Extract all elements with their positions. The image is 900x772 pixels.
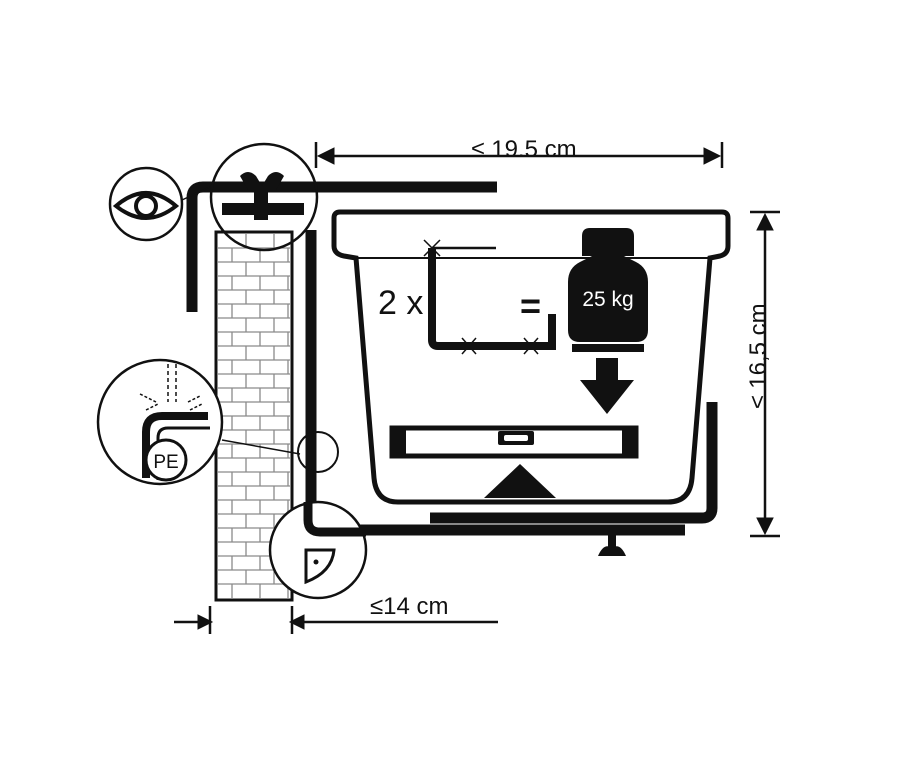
pivot-triangle <box>484 464 556 498</box>
pe-detail-target <box>297 431 339 473</box>
pe-profile-icon <box>96 358 301 486</box>
depth-dimension <box>174 606 498 634</box>
brick-wall <box>214 230 294 602</box>
width-label: ≤ 19.5 cm <box>471 136 576 163</box>
right-bracket <box>430 402 718 556</box>
corner-bracket-icon <box>268 500 368 600</box>
height-dimension <box>750 210 780 538</box>
bracket-profile <box>423 239 556 355</box>
weight-icon <box>568 228 648 352</box>
multiplier-label: 2 x <box>378 284 423 322</box>
depth-label: ≤14 cm <box>370 593 449 620</box>
down-arrow <box>580 358 634 414</box>
clamp-wingnut <box>222 172 304 220</box>
weight-label: 25 kg <box>582 288 633 311</box>
height-label: ≤ 16,5 cm <box>745 303 772 408</box>
equals-label: = <box>520 285 541 326</box>
width-dimension <box>314 142 724 168</box>
spirit-level <box>389 425 639 459</box>
eye-icon <box>108 166 213 242</box>
clamp-detail-circle <box>209 142 319 252</box>
material-label: PE <box>153 452 178 473</box>
